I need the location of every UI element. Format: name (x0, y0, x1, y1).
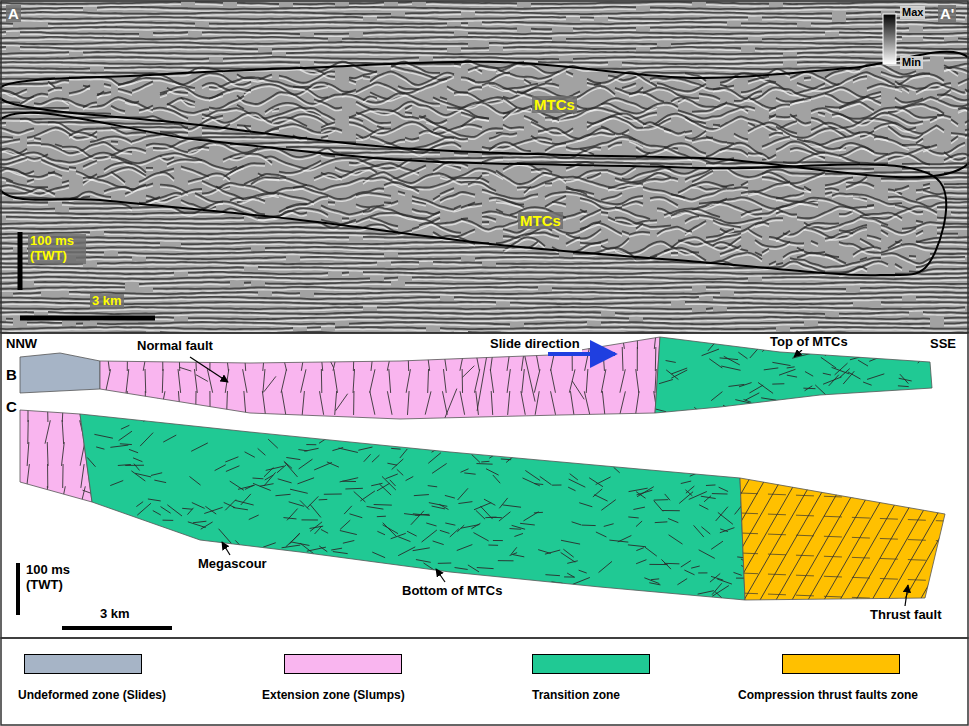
legend-swatch (782, 654, 900, 674)
zone-shape (100, 325, 660, 419)
legend-text: Undeformed zone (Slides) (18, 688, 166, 702)
label-text: A' (938, 5, 956, 22)
label-text: Min (900, 56, 923, 69)
label-text: 3 km (90, 294, 124, 309)
label-text: Slide direction (488, 337, 582, 352)
label-text: Thrust fault (868, 608, 944, 623)
seismic-section (0, 0, 969, 333)
leader-arrow (905, 585, 908, 606)
legend-swatch (24, 654, 142, 674)
label-text: MTCs (532, 96, 577, 113)
scale-bar (16, 563, 20, 615)
zone-shape (20, 353, 100, 393)
scale-bar (18, 232, 23, 290)
label-text: B (4, 366, 19, 383)
leader-arrow (548, 352, 615, 356)
label-text: Megascour (196, 557, 269, 572)
leader-arrow (222, 542, 230, 555)
label-text: C (4, 398, 19, 415)
legend-text: Compression thrust faults zone (738, 688, 918, 702)
label-text: Bottom of MTCs (400, 584, 504, 599)
panel-frame (1, 1, 968, 333)
leader-arrow (436, 569, 445, 582)
mtc-outline (0, 113, 946, 275)
legend-text: Transition zone (532, 688, 620, 702)
label-text: 100 ms (TWT) (28, 234, 86, 264)
label-text: Normal fault (135, 339, 215, 354)
legend-swatch (284, 654, 402, 674)
legend-swatch (532, 654, 650, 674)
scale-bar (62, 626, 172, 630)
label-text: Top of MTCs (768, 335, 850, 350)
leader-arrow (190, 357, 228, 382)
legend-text: Extension zone (Slumps) (262, 688, 405, 702)
label-text: SSE (928, 337, 958, 352)
mtc-outline (0, 52, 969, 178)
scale-bar (20, 316, 155, 321)
panel-frame (1, 333, 968, 638)
leader-arrow (794, 350, 802, 357)
label-text: NNW (4, 337, 39, 352)
panel-frame (1, 638, 968, 725)
label-text: Max (900, 6, 925, 19)
zone-shape (680, 478, 969, 601)
label-text: 3 km (98, 607, 132, 622)
zone-shape (80, 409, 756, 600)
amplitude-colorbar (883, 14, 896, 64)
label-text: MTCs (518, 212, 563, 229)
label-text: A (6, 5, 21, 22)
label-text: 100 ms (TWT) (24, 563, 82, 593)
